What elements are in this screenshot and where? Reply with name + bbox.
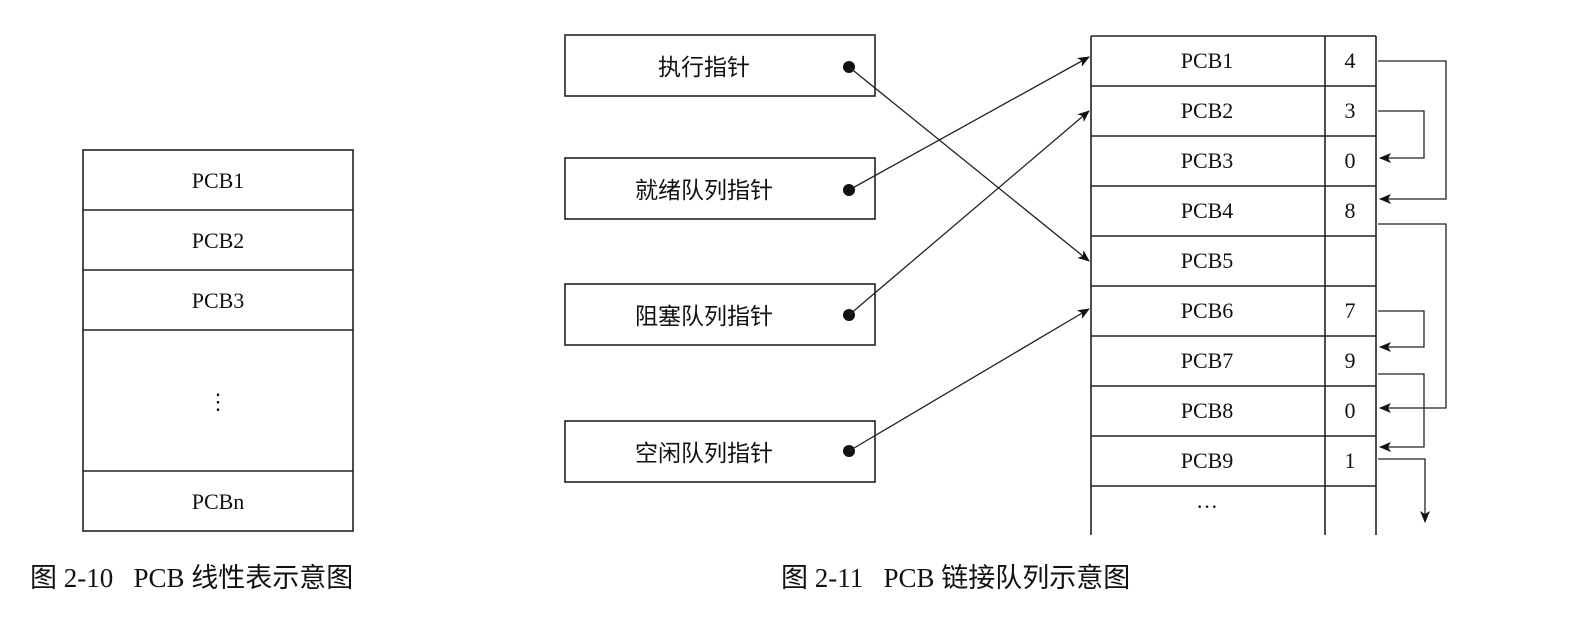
linear-row-pcb1: PCB1 — [192, 168, 245, 193]
arrow-blocked-to-pcb2 — [848, 110, 1090, 316]
pcb-name-2: PCB2 — [1181, 98, 1234, 123]
linear-row-pcbn: PCBn — [192, 489, 245, 514]
link-pcb6-to-pcb7 — [1378, 310, 1425, 352]
pcb-link-9: 1 — [1345, 448, 1356, 473]
arrow-exec-to-pcb5 — [848, 66, 1090, 262]
link-pcb4-to-pcb8 — [1378, 223, 1447, 413]
link-pcb9-to-next — [1378, 458, 1430, 523]
caption-fig-2-11: 图 2-11 PCB 链接队列示意图 — [781, 563, 1130, 593]
pointer-box-exec — [564, 34, 876, 97]
pcb-name-8: PCB8 — [1181, 398, 1234, 423]
pcb-name-9: PCB9 — [1181, 448, 1234, 473]
link-pcb7-to-pcb9 — [1378, 373, 1425, 452]
linear-table-frame — [82, 149, 354, 532]
pointer-label-ready: 就绪队列指针 — [635, 178, 773, 203]
pointer-box-free — [564, 420, 876, 483]
linear-row-pcb3: PCB3 — [192, 288, 245, 313]
pcb-link-4: 8 — [1345, 198, 1356, 223]
pcb-name-7: PCB7 — [1181, 348, 1234, 373]
linear-row-ellipsis: ⋮ — [207, 389, 229, 414]
pcb-name-1: PCB1 — [1181, 48, 1234, 73]
pointer-box-blocked — [564, 283, 876, 346]
pcb-name-5: PCB5 — [1181, 248, 1234, 273]
pcb-name-6: PCB6 — [1181, 298, 1234, 323]
pointer-label-blocked: 阻塞队列指针 — [635, 304, 773, 329]
pcb-name-more: ··· — [1196, 494, 1218, 519]
pointer-box-ready — [564, 157, 876, 220]
linear-table: PCB1 PCB2 PCB3 ⋮ PCBn — [82, 149, 354, 532]
pcb-link-6: 7 — [1345, 298, 1356, 323]
pcb-link-2: 3 — [1345, 98, 1356, 123]
pcb-name-3: PCB3 — [1181, 148, 1234, 173]
pointer-arrows — [848, 56, 1090, 452]
pcb-link-3: 0 — [1345, 148, 1356, 173]
link-arrows — [1378, 60, 1447, 523]
link-pcb2-to-pcb3 — [1378, 110, 1425, 163]
pcb-link-7: 9 — [1345, 348, 1356, 373]
pointer-label-free: 空闲队列指针 — [635, 441, 773, 466]
pcb-link-1: 4 — [1345, 48, 1356, 73]
pcb-name-4: PCB4 — [1181, 198, 1234, 223]
pointer-boxes: 执行指针 就绪队列指针 阻塞队列指针 空闲队列指针 — [564, 34, 876, 483]
pcb-linked-table: PCB1 4 PCB2 3 PCB3 0 PCB4 8 PCB5 PCB6 7 … — [1090, 35, 1377, 535]
link-pcb1-to-pcb4 — [1378, 60, 1447, 204]
row-dividers — [1091, 85, 1376, 487]
arrow-free-to-pcb6 — [848, 308, 1090, 452]
linear-row-pcb2: PCB2 — [192, 228, 245, 253]
arrow-ready-to-pcb1 — [848, 56, 1090, 191]
pointer-label-exec: 执行指针 — [658, 55, 750, 80]
caption-fig-2-10: 图 2-10 PCB 线性表示意图 — [30, 563, 353, 593]
pcb-link-8: 0 — [1345, 398, 1356, 423]
